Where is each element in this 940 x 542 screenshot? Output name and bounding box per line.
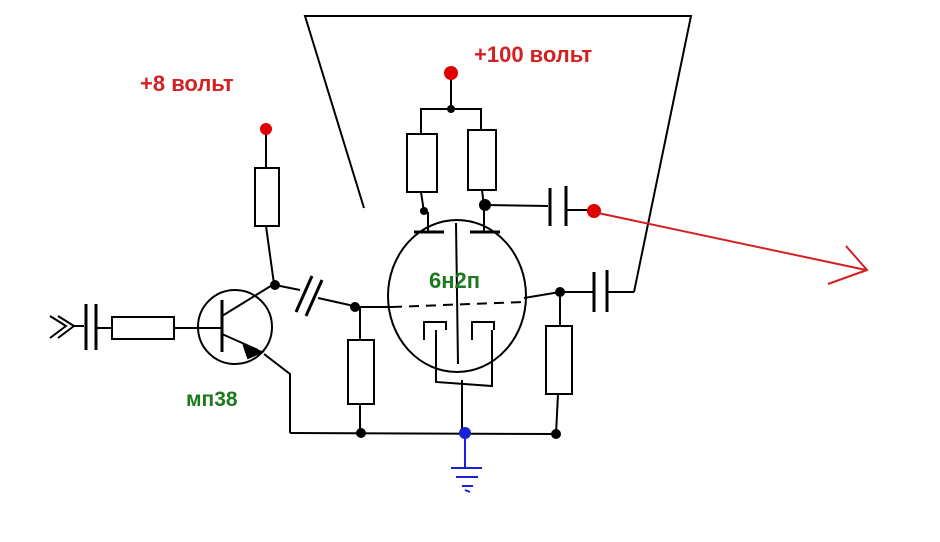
output-node: [587, 204, 601, 218]
ground-node-left: [356, 428, 366, 438]
feedback-frame: [303, 15, 693, 293]
input-jack: [49, 315, 84, 339]
coupling-capacitor: [274, 275, 355, 317]
input-resistor: [111, 316, 175, 340]
output-arrow: [597, 212, 869, 285]
tube-6n2p: [387, 206, 527, 434]
collector-resistor: [254, 131, 280, 285]
supply-node-100v: [444, 66, 458, 80]
ground-node-right: [551, 429, 561, 439]
ground-symbol: [451, 439, 482, 493]
anode1-node: [420, 207, 428, 215]
label-supply-100v: +100 вольт: [474, 42, 592, 67]
input-capacitor: [84, 304, 112, 350]
grid2-node: [555, 287, 565, 297]
anode-junction: [447, 105, 455, 113]
transistor-mp38: [197, 283, 291, 433]
ground-node-center: [459, 427, 471, 439]
ground-bus: [289, 432, 557, 435]
supply-node-8v: [260, 123, 272, 135]
anode-resistors: [406, 76, 497, 213]
grid1-resistor: [347, 307, 375, 433]
grid2-network: [523, 270, 634, 435]
label-supply-8v: +8 вольт: [140, 71, 234, 96]
label-transistor: мп38: [186, 388, 238, 411]
output-capacitor: [484, 186, 590, 226]
label-tube: 6н2п: [429, 268, 480, 293]
